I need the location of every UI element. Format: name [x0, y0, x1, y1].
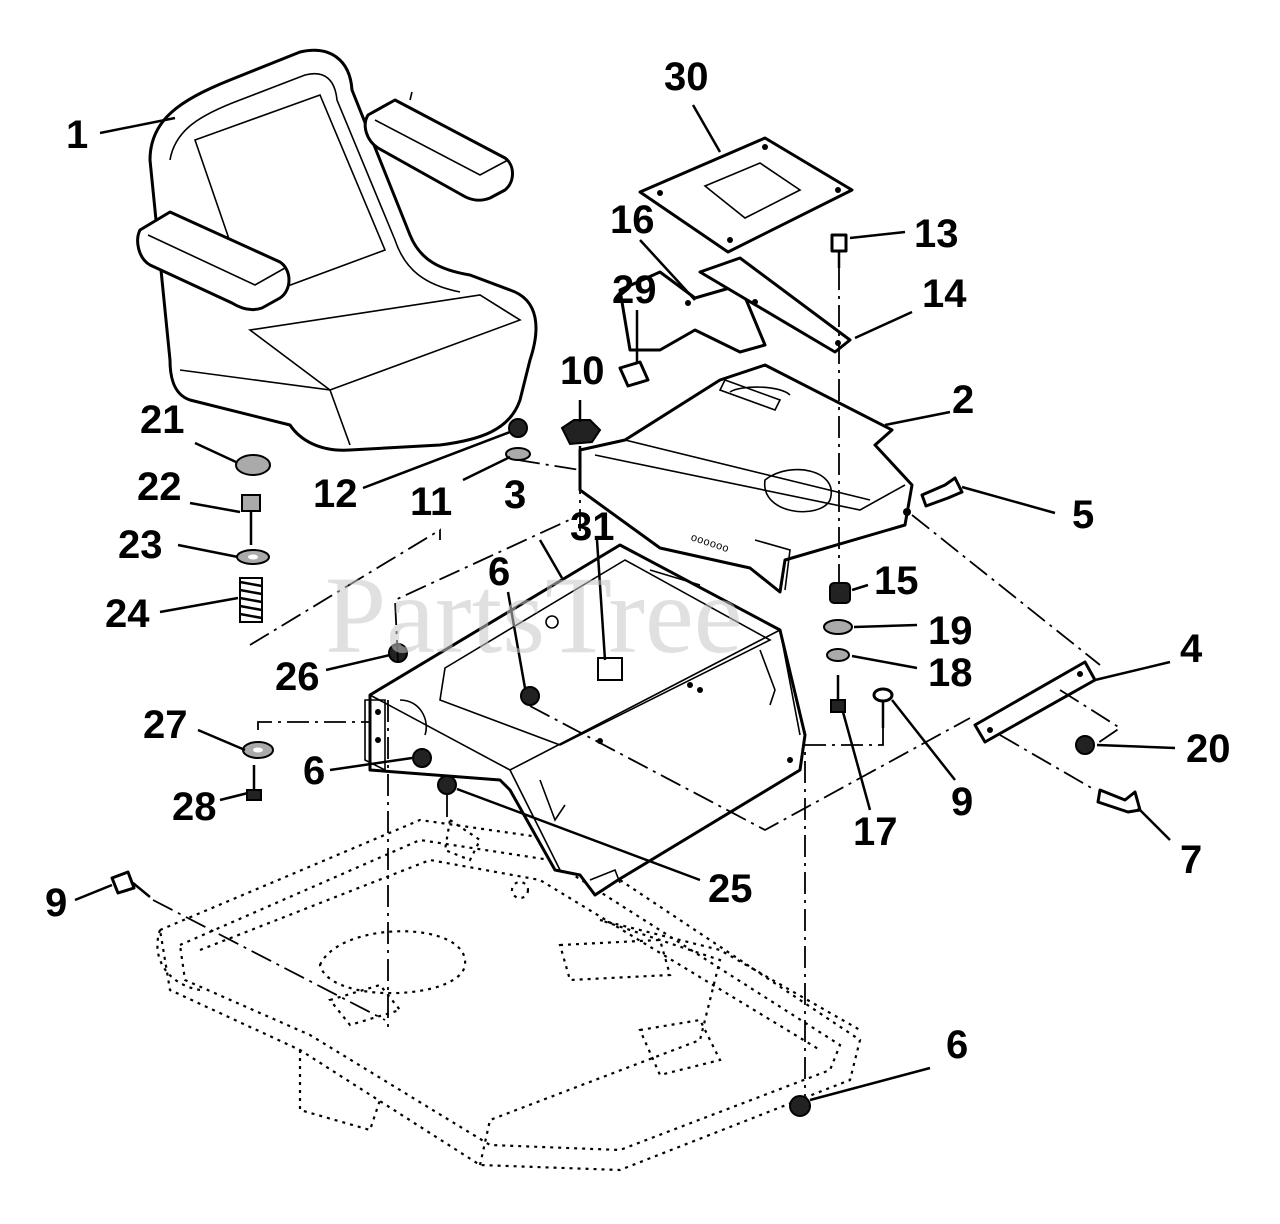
seat — [136, 48, 538, 452]
callout-6-bottom: 6 — [946, 1023, 968, 1067]
seat-support — [364, 543, 807, 897]
callout-9-right: 9 — [951, 780, 973, 824]
nut-20 — [1075, 735, 1095, 755]
nut-25 — [437, 775, 457, 795]
callout-19: 19 — [928, 609, 973, 653]
nut-6-bottom — [789, 1095, 811, 1117]
callout-14: 14 — [922, 272, 967, 316]
callout-labels: 1 2 3 4 5 6 6 6 7 9 9 10 11 12 13 14 15 … — [45, 55, 1231, 1067]
callout-23: 23 — [118, 523, 163, 567]
hardware — [110, 233, 1142, 1117]
callout-26: 26 — [275, 655, 320, 699]
callout-29: 29 — [612, 268, 657, 312]
bolt-9-right — [872, 687, 894, 703]
bolt-7 — [1096, 788, 1142, 814]
callout-24: 24 — [105, 592, 150, 636]
callout-28: 28 — [172, 785, 217, 829]
bolt-5 — [920, 476, 964, 508]
washer-18 — [826, 648, 850, 662]
mower-frame — [156, 818, 862, 1172]
callout-27: 27 — [143, 703, 188, 747]
seat-plate — [638, 136, 854, 254]
callout-17: 17 — [853, 810, 898, 854]
washer-19 — [823, 619, 853, 635]
callout-22: 22 — [137, 465, 182, 509]
callout-4: 4 — [1180, 627, 1203, 671]
callout-9-left: 9 — [45, 881, 67, 925]
callout-30: 30 — [664, 55, 709, 99]
knob-10 — [560, 419, 602, 446]
cap-21 — [235, 454, 271, 476]
bolt-9-left — [110, 870, 136, 895]
callout-13: 13 — [914, 212, 959, 256]
assembly-lines — [152, 268, 1122, 1096]
callout-21: 21 — [140, 398, 185, 442]
nut-6-top — [520, 686, 540, 706]
callout-20: 20 — [1186, 727, 1231, 771]
callout-11: 11 — [410, 480, 452, 524]
box-31 — [597, 657, 623, 681]
callout-2: 2 — [952, 378, 974, 422]
callout-15: 15 — [874, 559, 919, 603]
nut-12 — [508, 418, 528, 438]
callout-16: 16 — [610, 198, 655, 242]
callout-25: 25 — [708, 867, 753, 911]
callout-18: 18 — [928, 651, 973, 695]
callout-3: 3 — [504, 473, 526, 517]
nut-6-left — [412, 748, 432, 768]
callout-31: 31 — [570, 505, 615, 549]
watermark-text: PartsTree — [325, 554, 743, 676]
seat-pan: oooooo — [578, 363, 914, 594]
callout-7: 7 — [1180, 838, 1202, 882]
callout-1: 1 — [66, 113, 88, 157]
seat-brackets — [618, 256, 852, 388]
callout-6-top: 6 — [488, 550, 510, 594]
callout-6-left: 6 — [303, 749, 325, 793]
slide-rail — [973, 660, 1097, 744]
spacer-15 — [829, 582, 851, 604]
spring-24 — [239, 577, 263, 623]
bolt-22-head — [241, 494, 261, 512]
callout-12: 12 — [313, 472, 358, 516]
callout-10: 10 — [560, 349, 605, 393]
callout-5: 5 — [1072, 493, 1094, 537]
leader-lines — [74, 104, 1176, 1102]
